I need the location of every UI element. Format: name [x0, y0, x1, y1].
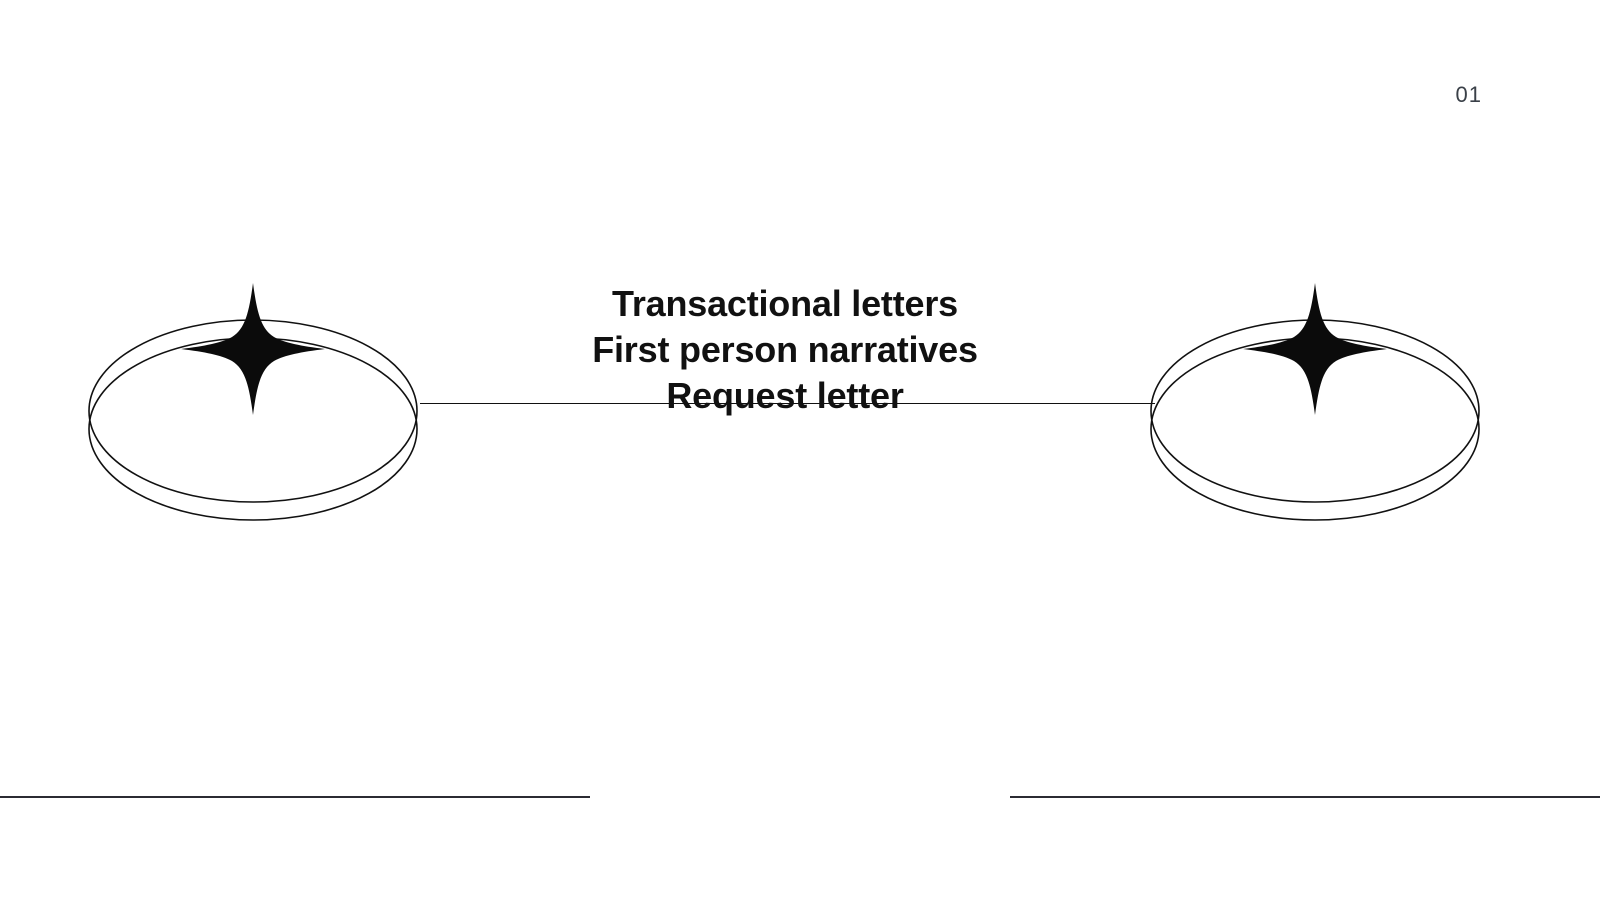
four-point-sparkle-icon [181, 283, 325, 415]
bottom-rule-right [1010, 796, 1600, 798]
horizontal-connector-line-icon [420, 403, 1155, 404]
bottom-rule-left [0, 796, 590, 798]
four-point-sparkle-icon [1243, 283, 1387, 415]
headline-line-1: Transactional letters [612, 283, 958, 324]
right-ring-graphic [1095, 272, 1535, 552]
headline-line-3: Request letter [666, 375, 904, 416]
page-number: 01 [1455, 82, 1482, 107]
headline-line-2: First person narratives [592, 329, 978, 370]
left-ring-graphic [33, 272, 473, 552]
headline-block: Transactional letters First person narra… [430, 281, 1140, 419]
